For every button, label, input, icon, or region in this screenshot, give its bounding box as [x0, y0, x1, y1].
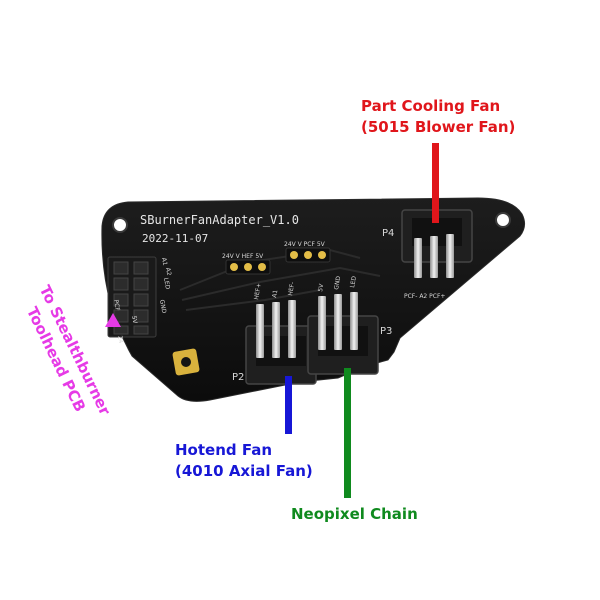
header-pin-label: 5V — [130, 315, 138, 325]
jumper-pads-left: 24V V HEF 5V — [222, 253, 271, 275]
board-date: 2022-11-07 — [142, 232, 208, 245]
toolhead-arrow-icon — [105, 313, 121, 327]
jumper-pads-right: 24V V PCF 5V — [284, 241, 331, 263]
part-cooling-fan-label: Part Cooling Fan (5015 Blower Fan) — [361, 96, 515, 138]
neopixel-chain-label: Neopixel Chain — [291, 504, 418, 525]
header-pin-label: LED — [162, 277, 171, 290]
pads-left-label: 24V V HEF 5V — [222, 253, 264, 260]
neopixel-line — [344, 368, 351, 498]
p4-label: P4 — [382, 228, 394, 239]
p2-pin-label: HEF+ — [253, 283, 263, 301]
p3-pin-label: GND — [333, 275, 342, 290]
p3-label: P3 — [380, 326, 392, 337]
p3-pin-label: 5V — [317, 282, 325, 292]
hotend-fan-title: Hotend Fan — [175, 441, 273, 459]
p2-pin-label: A1 — [271, 289, 279, 298]
p4-pin-labels: PCF- A2 PCF+ — [404, 293, 445, 300]
connector-pins — [256, 292, 358, 358]
hotend-line — [285, 376, 292, 434]
part-cooling-line — [432, 143, 439, 223]
header-2x5 — [107, 256, 157, 338]
part-cooling-fan-subtitle: (5015 Blower Fan) — [361, 118, 516, 136]
header-pin-label: PCF — [112, 299, 121, 312]
p2-label: P2 — [232, 372, 244, 383]
pads-right-label: 24V V PCF 5V — [284, 241, 326, 248]
hotend-fan-subtitle: (4010 Axial Fan) — [175, 462, 313, 480]
mount-hole-right — [495, 212, 511, 228]
p3-pin-label: LED — [349, 275, 358, 288]
neopixel-chain-title: Neopixel Chain — [291, 505, 418, 523]
part-cooling-fan-title: Part Cooling Fan — [361, 97, 501, 115]
header-pin-label: A2 — [164, 267, 172, 276]
hotend-fan-label: Hotend Fan (4010 Axial Fan) — [175, 440, 313, 482]
header-pin-label: GND — [158, 299, 167, 314]
header-pin-label: 24 — [116, 335, 124, 344]
logo-icon — [172, 348, 200, 376]
board-name: SBurnerFanAdapter_V1.0 — [140, 213, 299, 227]
header-pin-label: A1 — [160, 257, 168, 266]
p2-pin-label: HEF- — [287, 281, 296, 296]
mount-hole-left — [112, 217, 128, 233]
